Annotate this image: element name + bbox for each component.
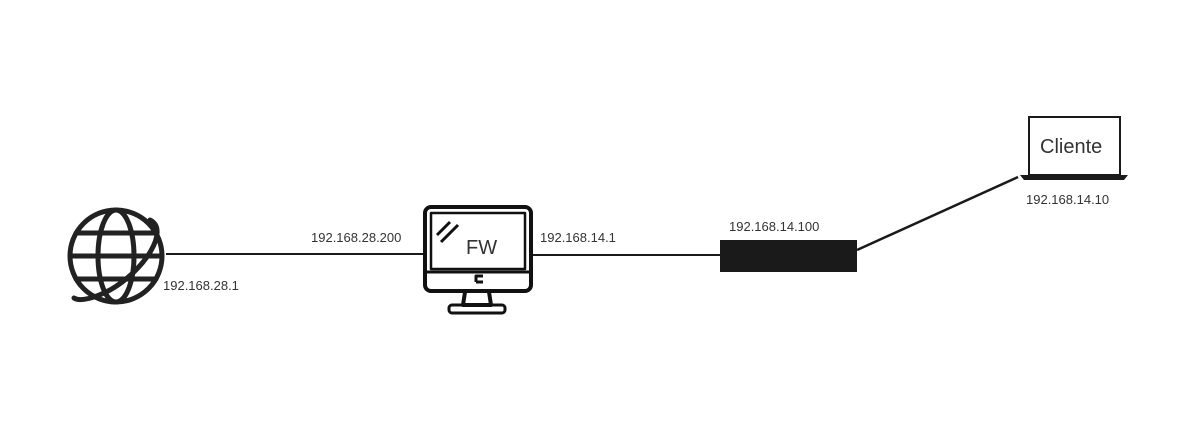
firewall-lan-ip-label: 192.168.14.1	[540, 230, 616, 245]
laptop-icon	[1020, 116, 1128, 180]
switch-ip-label: 192.168.14.100	[729, 219, 819, 234]
firewall-label: FW	[466, 237, 497, 259]
monitor-icon	[423, 205, 533, 315]
internet-ip-label: 192.168.28.1	[163, 278, 239, 293]
globe-icon	[67, 207, 165, 305]
client-ip-label: 192.168.14.10	[1026, 192, 1109, 207]
client-label: Cliente	[1040, 136, 1102, 158]
switch-bar	[720, 240, 857, 272]
link-switch-client	[856, 175, 1019, 252]
firewall-wan-ip-label: 192.168.28.200	[311, 230, 401, 245]
